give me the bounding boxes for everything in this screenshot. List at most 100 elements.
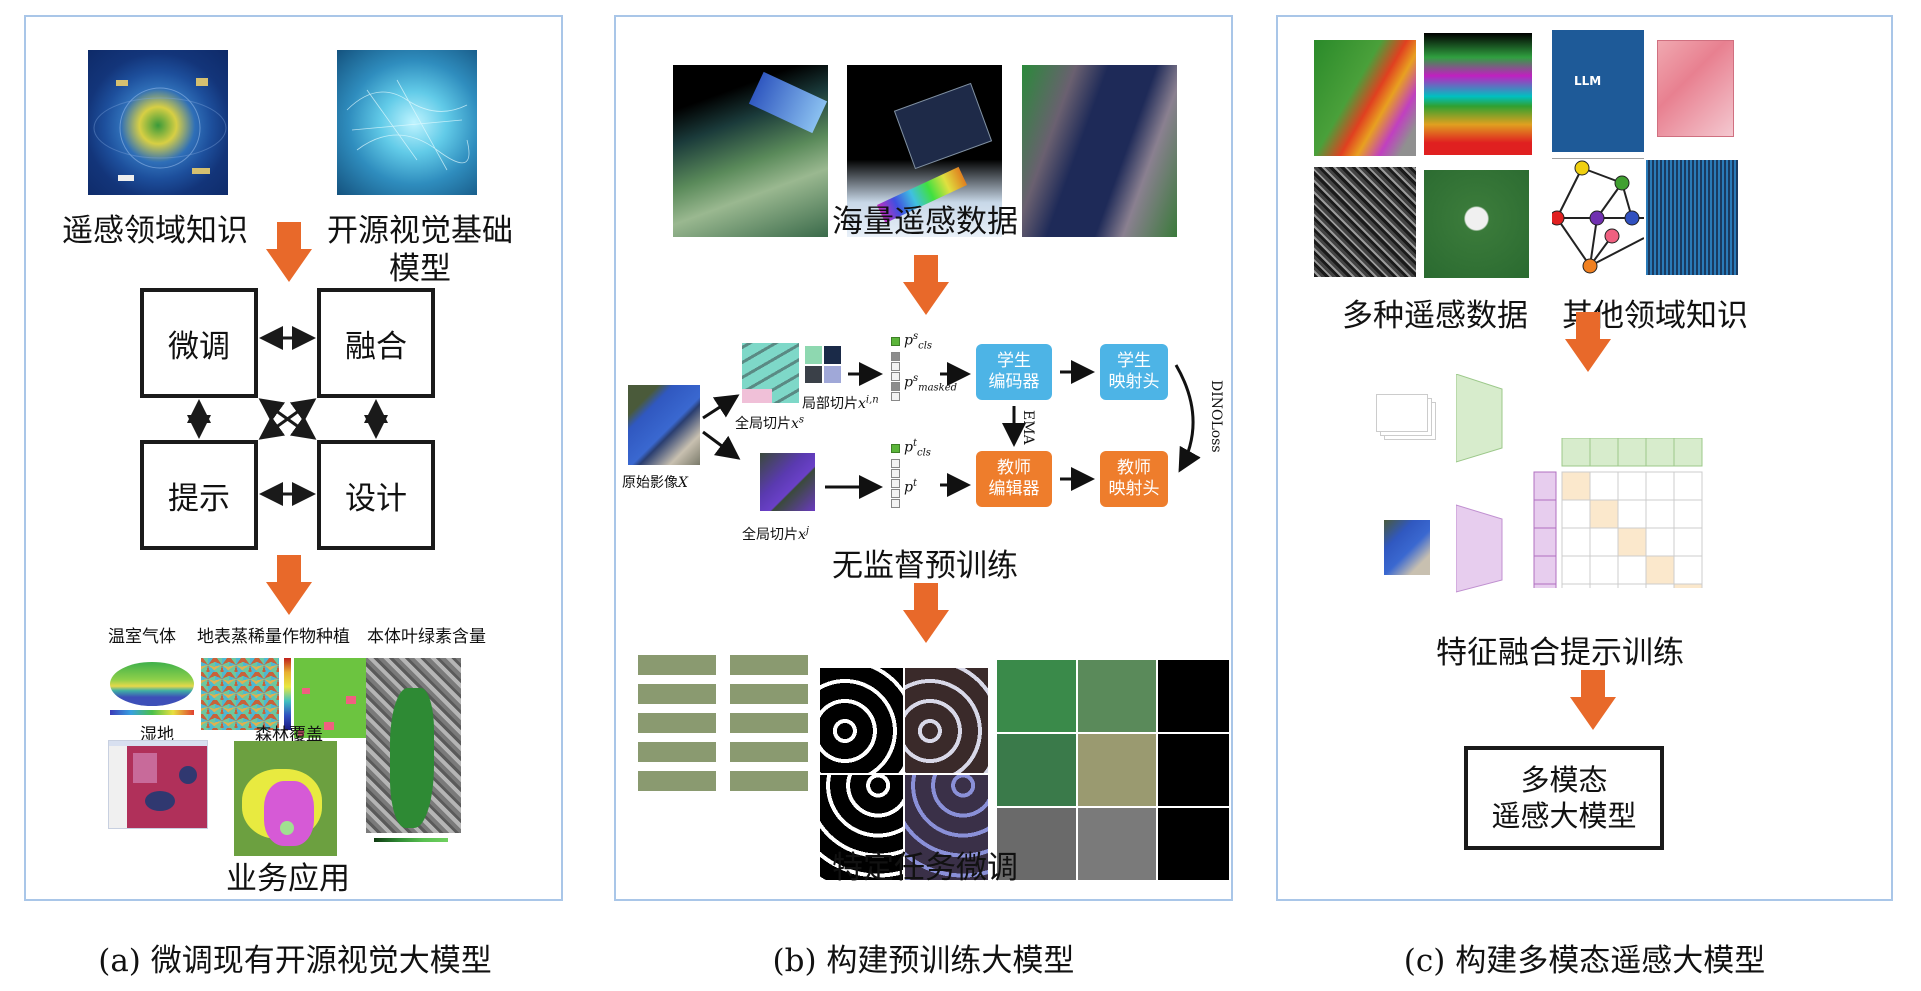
chlorophyll-legend-bar bbox=[374, 838, 448, 842]
knowledge-graph-image bbox=[1552, 158, 1644, 274]
text-feature-cell bbox=[1561, 438, 1591, 467]
text-doc-stack bbox=[1376, 394, 1436, 442]
image-thumb-stack bbox=[1384, 520, 1430, 575]
student-head-line1: 学生 bbox=[1117, 351, 1151, 371]
teacher-encoder-box: 教师编辑器 bbox=[976, 451, 1052, 507]
graph-node bbox=[1552, 210, 1565, 226]
global-crop-j-thumb bbox=[760, 453, 815, 511]
matrix-cell bbox=[1673, 527, 1703, 557]
greenhouse-gas-map bbox=[108, 658, 196, 718]
global-crop-s-var: xs bbox=[791, 414, 805, 432]
feature-fusion-label: 特征融合提示训练 bbox=[1436, 635, 1684, 671]
teacher-token-label: pt bbox=[904, 478, 917, 496]
encoders-svg bbox=[1456, 374, 1503, 593]
signal-waveform-image bbox=[1646, 160, 1738, 275]
matrix-cell bbox=[1617, 499, 1647, 529]
earth-satellites-image bbox=[88, 50, 228, 195]
original-image-var: X bbox=[678, 475, 688, 491]
llm-circuit-image: LLM bbox=[1552, 30, 1644, 152]
teacher-head-line1: 教师 bbox=[1117, 458, 1151, 478]
teacher-encoder-line1: 教师 bbox=[997, 458, 1031, 478]
matrix-cell bbox=[1589, 555, 1619, 585]
caption-c: (c) 构建多模态遥感大模型 bbox=[1403, 943, 1766, 979]
down-arrow-icon bbox=[903, 255, 949, 315]
teacher-head-box: 教师映射头 bbox=[1100, 451, 1168, 507]
method-box-design: 设计 bbox=[317, 440, 435, 550]
global-crop-j-label: 全局切片xj bbox=[742, 524, 809, 544]
matrix-cell bbox=[1561, 527, 1591, 557]
matrix-cell bbox=[1617, 555, 1647, 585]
teacher-patch-token bbox=[891, 459, 900, 468]
student-encoder-box: 学生编码器 bbox=[976, 344, 1052, 400]
student-encoder-line1: 学生 bbox=[997, 351, 1031, 371]
text-feature-cell bbox=[1617, 438, 1647, 467]
ema-label: EMA bbox=[1020, 410, 1036, 445]
image-feature-cell bbox=[1533, 499, 1557, 529]
original-image-label: 原始影像X bbox=[622, 472, 688, 492]
unsupervised-pretrain-label: 无监督预训练 bbox=[832, 548, 1018, 584]
app-label-evapotranspiration: 地表蒸稀量 bbox=[197, 627, 282, 647]
global-crop-s-text: 全局切片 bbox=[735, 416, 791, 432]
graph-node bbox=[1614, 175, 1630, 191]
massive-rs-data-label: 海量遥感数据 bbox=[832, 204, 1018, 240]
local-crop-thumb bbox=[805, 346, 841, 383]
method-box-prompt: 提示 bbox=[140, 440, 258, 550]
matrix-cell bbox=[1589, 527, 1619, 557]
task-finetune-label: 特定任务微调 bbox=[832, 850, 1018, 886]
forest-cover-map bbox=[234, 741, 337, 856]
text-feature-cell bbox=[1673, 438, 1703, 467]
app-label-greenhouse-gas: 温室气体 bbox=[108, 627, 176, 647]
down-arrow-icon bbox=[1570, 670, 1616, 730]
image-feature-cell bbox=[1533, 555, 1557, 585]
matrix-cell bbox=[1645, 583, 1675, 588]
teacher-cls-token bbox=[891, 444, 900, 453]
original-image-thumb bbox=[628, 385, 700, 465]
change-detection-samples bbox=[997, 660, 1229, 880]
multimodal-rs-model-box: 多模态 遥感大模型 bbox=[1464, 746, 1664, 850]
matrix-cell bbox=[1645, 499, 1675, 529]
satellite-spectral-image-2 bbox=[847, 65, 1002, 237]
satellite-earth-image-1 bbox=[673, 65, 828, 237]
app-label-crop-planting: 作物种植 bbox=[282, 627, 350, 647]
text-feature-cell bbox=[1589, 438, 1619, 467]
graph-node bbox=[1582, 258, 1598, 274]
3d-cube-image bbox=[1657, 40, 1734, 137]
image-feature-cell bbox=[1533, 471, 1557, 501]
text-feature-cell bbox=[1645, 438, 1675, 467]
down-arrow-icon bbox=[903, 583, 949, 643]
chlorophyll-map bbox=[366, 658, 461, 833]
matrix-cell bbox=[1645, 527, 1675, 557]
teacher-head-line2: 映射头 bbox=[1108, 479, 1160, 499]
local-crop-label: 局部切片xi,n bbox=[802, 393, 879, 413]
multi-rs-data-label: 多种遥感数据 bbox=[1342, 298, 1528, 334]
teacher-patch-token bbox=[891, 469, 900, 478]
matrix-cell bbox=[1673, 499, 1703, 529]
image-feature-cell bbox=[1533, 527, 1557, 557]
graph-node bbox=[1604, 228, 1620, 244]
teacher-patch-token bbox=[891, 489, 900, 498]
matrix-diagonal-cell bbox=[1617, 527, 1647, 557]
student-head-line2: 映射头 bbox=[1108, 372, 1160, 392]
matrix-cell bbox=[1617, 583, 1647, 588]
matrix-cell bbox=[1673, 555, 1703, 585]
down-arrow-icon bbox=[266, 555, 312, 615]
remote-sensing-knowledge-label: 遥感领域知识 bbox=[62, 213, 248, 249]
llm-label: LLM bbox=[1574, 74, 1602, 88]
matrix-diagonal-cell bbox=[1561, 471, 1591, 501]
local-crop-var: xi,n bbox=[858, 394, 879, 412]
matrix-diagonal-cell bbox=[1645, 555, 1675, 585]
matrix-diagonal-cell bbox=[1589, 499, 1619, 529]
global-crop-j-var: xj bbox=[798, 525, 810, 543]
satellite-river-city-image-3 bbox=[1022, 65, 1177, 237]
app-label-chlorophyll: 本体叶绿素含量 bbox=[367, 627, 486, 647]
teacher-patch-token bbox=[891, 499, 900, 508]
crop-planting-map bbox=[294, 658, 366, 738]
matrix-cell bbox=[1561, 583, 1591, 588]
teacher-cls-token-label: ptcls bbox=[904, 438, 931, 459]
evapotranspiration-colorbar bbox=[284, 658, 291, 730]
student-cls-token bbox=[891, 337, 900, 346]
evapotranspiration-map bbox=[201, 658, 279, 730]
student-masked-token-label: psmasked bbox=[904, 373, 958, 394]
multispectral-stack-image bbox=[1314, 40, 1416, 156]
text-encoder-trapezoid bbox=[1456, 374, 1503, 463]
